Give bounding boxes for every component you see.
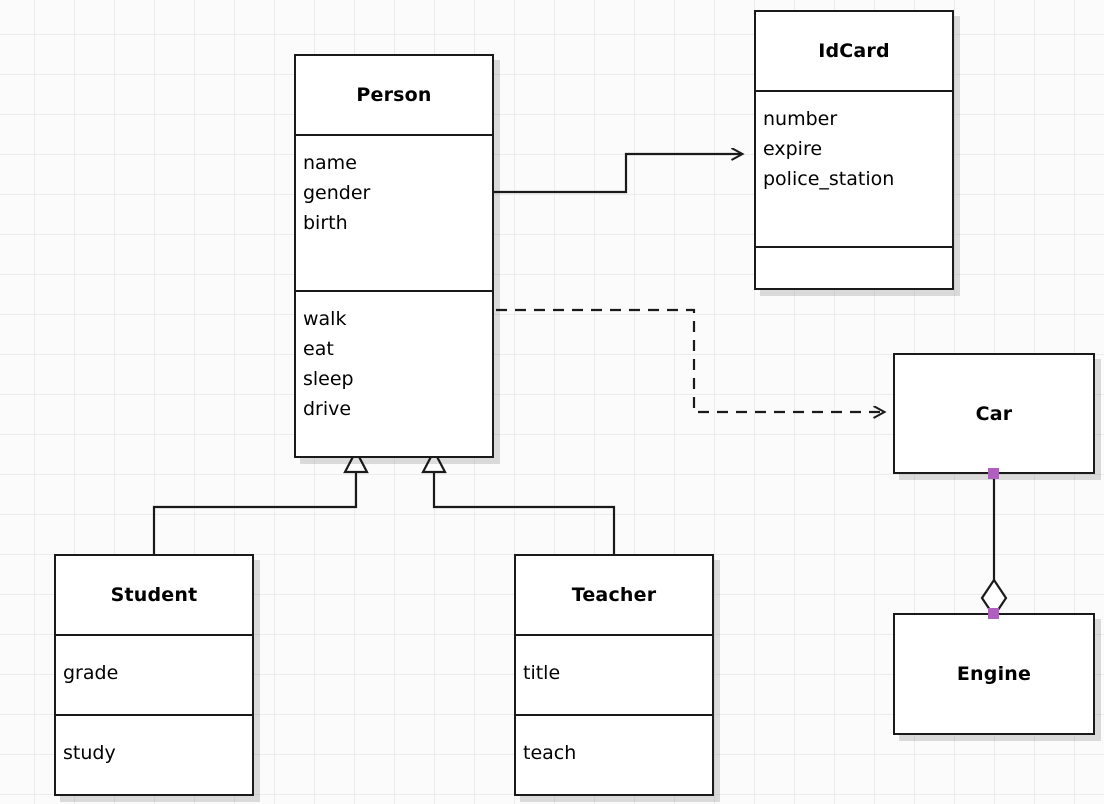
- operation-item: sleep: [303, 368, 354, 390]
- class-student-title: Student: [110, 584, 198, 606]
- class-teacher-title: Teacher: [571, 584, 657, 606]
- class-engine-title: Engine: [956, 663, 1032, 685]
- edge-teacher-person[interactable]: [421, 448, 616, 556]
- class-idcard-title: IdCard: [818, 40, 890, 62]
- class-idcard[interactable]: IdCard number expire police_station: [754, 10, 954, 290]
- class-engine[interactable]: Engine: [893, 613, 1095, 735]
- attribute-item: expire: [763, 138, 823, 160]
- class-teacher-attributes: title: [516, 634, 712, 714]
- edge-handle-car-end[interactable]: [988, 468, 999, 479]
- class-student[interactable]: Student grade study: [54, 554, 254, 796]
- class-person-title: Person: [356, 84, 432, 106]
- attribute-item: gender: [303, 182, 371, 204]
- class-idcard-attributes: number expire police_station: [756, 90, 952, 246]
- operation-item: teach: [523, 742, 577, 764]
- attribute-item: title: [523, 662, 561, 684]
- class-car-title: Car: [975, 402, 1013, 425]
- class-student-attributes: grade: [56, 634, 252, 714]
- class-idcard-operations: [756, 246, 952, 288]
- operation-item: drive: [303, 398, 352, 420]
- operation-item: study: [63, 742, 116, 764]
- edge-person-idcard[interactable]: [494, 154, 742, 194]
- class-student-operations: study: [56, 714, 252, 794]
- edge-car-engine[interactable]: [980, 474, 1008, 618]
- attribute-item: number: [763, 108, 838, 130]
- attribute-item: police_station: [763, 168, 895, 190]
- edge-person-car[interactable]: [496, 308, 884, 412]
- attribute-item: grade: [63, 662, 119, 684]
- class-person-operations: walk eat sleep drive: [296, 290, 492, 456]
- class-car[interactable]: Car: [893, 353, 1095, 474]
- class-teacher[interactable]: Teacher title teach: [514, 554, 714, 796]
- class-person-attributes: name gender birth: [296, 134, 492, 290]
- operation-item: walk: [303, 308, 347, 330]
- class-teacher-operations: teach: [516, 714, 712, 794]
- class-person[interactable]: Person name gender birth walk eat sleep …: [294, 54, 494, 458]
- attribute-item: name: [303, 152, 357, 174]
- edge-student-person[interactable]: [152, 448, 369, 556]
- edge-handle-engine-end[interactable]: [988, 608, 999, 619]
- operation-item: eat: [303, 338, 334, 360]
- attribute-item: birth: [303, 212, 348, 234]
